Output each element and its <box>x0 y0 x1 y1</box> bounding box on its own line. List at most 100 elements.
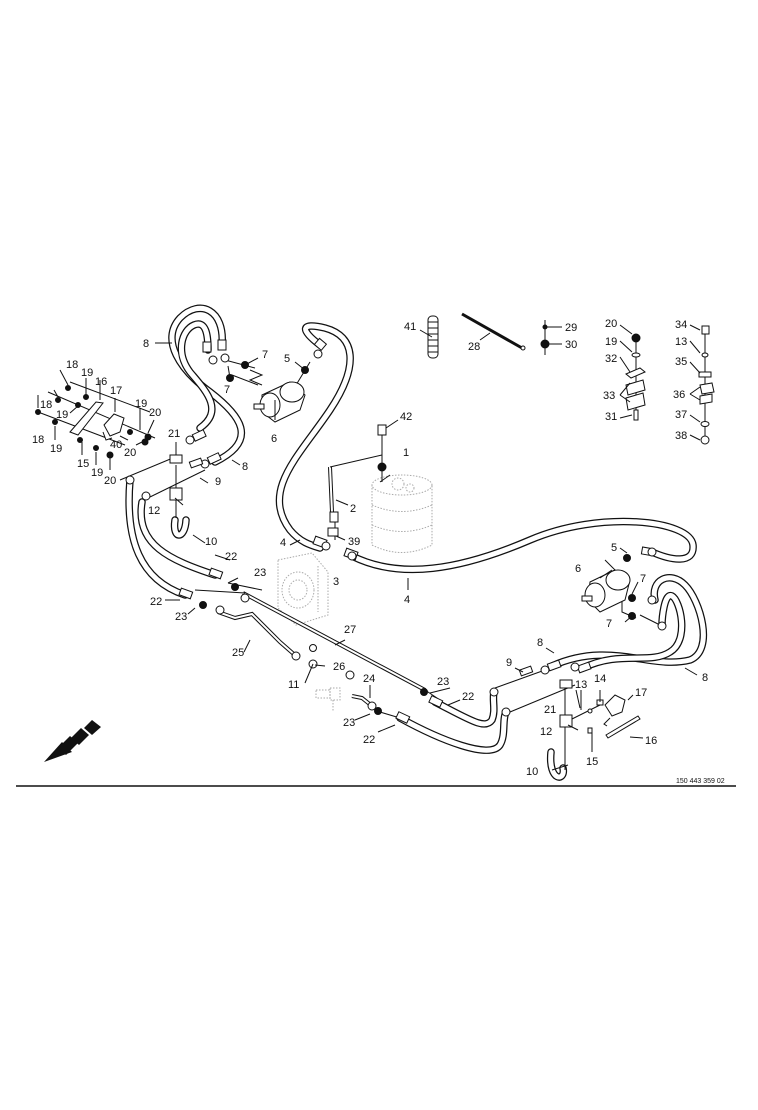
callout-28: 28 <box>468 341 480 353</box>
callout-8: 8 <box>702 672 708 684</box>
callout-19: 19 <box>81 367 93 379</box>
callout-6: 6 <box>575 563 581 575</box>
callout-39: 39 <box>348 536 360 548</box>
callout-34: 34 <box>675 319 687 331</box>
callout-24: 24 <box>363 673 375 685</box>
callout-10: 10 <box>205 536 217 548</box>
callout-8: 8 <box>537 637 543 649</box>
callout-10: 10 <box>526 766 538 778</box>
callout-20: 20 <box>124 447 136 459</box>
callout-14: 14 <box>594 673 606 685</box>
callout-15: 15 <box>586 756 598 768</box>
callout-9: 9 <box>215 476 221 488</box>
callout-5: 5 <box>611 542 617 554</box>
clamp-assembly-left <box>35 385 152 459</box>
ghost-engine-block <box>277 552 329 626</box>
open-fittings <box>125 349 667 717</box>
coil-spring-41 <box>427 315 439 359</box>
callout-23: 23 <box>343 717 355 729</box>
callout-7: 7 <box>262 349 268 361</box>
callout-2: 2 <box>350 503 356 515</box>
clamp-assembly-31-33 <box>625 333 646 421</box>
callout-8: 8 <box>242 461 248 473</box>
hose-28 <box>461 312 526 351</box>
callout-18: 18 <box>32 434 44 446</box>
callout-6: 6 <box>271 433 277 445</box>
callout-7: 7 <box>640 573 646 585</box>
ghost-tank <box>371 474 433 553</box>
callout-23: 23 <box>437 676 449 688</box>
hose-22-left <box>125 476 219 599</box>
tube-2 <box>328 466 334 513</box>
hose-8-upper-left <box>168 304 245 466</box>
callout-20: 20 <box>149 407 161 419</box>
callout-16: 16 <box>645 735 657 747</box>
hose-4-main <box>275 322 697 574</box>
callout-19: 19 <box>50 443 62 455</box>
callout-3: 3 <box>333 576 339 588</box>
callout-12: 12 <box>540 726 552 738</box>
callout-13: 13 <box>675 336 687 348</box>
hose-10-left <box>170 516 190 539</box>
callout-30: 30 <box>565 339 577 351</box>
callout-21: 21 <box>168 428 180 440</box>
callout-21: 21 <box>544 704 556 716</box>
callout-1: 1 <box>403 447 409 459</box>
callout-26: 26 <box>333 661 345 673</box>
callout-18: 18 <box>66 359 78 371</box>
hose-10-right <box>547 748 567 781</box>
callout-11: 11 <box>288 679 299 691</box>
callout-25: 25 <box>232 647 244 659</box>
callout-18: 18 <box>40 399 52 411</box>
callout-22: 22 <box>150 596 162 608</box>
callout-27: 27 <box>344 624 356 636</box>
callout-19: 19 <box>56 409 68 421</box>
callout-16: 16 <box>95 376 107 388</box>
callout-22: 22 <box>225 551 237 563</box>
callout-35: 35 <box>675 356 687 368</box>
callout-12: 12 <box>148 505 160 517</box>
document-number: 150 443 359 02 <box>676 778 725 785</box>
callout-4: 4 <box>404 594 410 606</box>
callout-23: 23 <box>175 611 187 623</box>
hydraulic-motor-6-lower <box>581 569 631 613</box>
callout-labels: 8 7 7 5 6 8 9 21 12 10 22 23 22 23 25 26… <box>32 318 708 778</box>
callout-20: 20 <box>605 318 617 330</box>
callout-38: 38 <box>675 430 687 442</box>
callout-7: 7 <box>606 618 612 630</box>
hose-8-lower-right <box>548 574 708 672</box>
hose-fittings <box>178 337 656 724</box>
callout-31: 31 <box>605 411 617 423</box>
callout-5: 5 <box>284 353 290 365</box>
callout-41: 41 <box>404 321 416 333</box>
callout-leaders <box>37 324 701 771</box>
callout-33: 33 <box>603 390 615 402</box>
callout-4: 4 <box>280 537 286 549</box>
callout-13: 13 <box>575 679 587 691</box>
callout-19: 19 <box>135 398 147 410</box>
callout-17: 17 <box>635 687 647 699</box>
hose-22-lower <box>396 688 510 754</box>
callout-32: 32 <box>605 353 617 365</box>
callout-36: 36 <box>673 389 685 401</box>
callout-23: 23 <box>254 567 266 579</box>
callout-40: 40 <box>110 439 122 451</box>
callout-8: 8 <box>143 338 149 350</box>
ghost-bracket <box>315 687 341 712</box>
callout-20: 20 <box>104 475 116 487</box>
hydraulic-motor-6-upper <box>253 381 306 423</box>
callout-37: 37 <box>675 409 687 421</box>
callout-22: 22 <box>462 691 474 703</box>
callout-29: 29 <box>565 322 577 334</box>
callout-9: 9 <box>506 657 512 669</box>
callout-17: 17 <box>110 385 122 397</box>
callout-19: 19 <box>91 467 103 479</box>
clamp-assembly-34-38 <box>698 325 715 445</box>
clamp-assembly-right <box>587 694 641 739</box>
tube-27 <box>242 591 426 692</box>
callout-22: 22 <box>363 734 375 746</box>
callout-19: 19 <box>605 336 617 348</box>
callout-7: 7 <box>224 384 230 396</box>
tube-25 <box>217 610 298 658</box>
